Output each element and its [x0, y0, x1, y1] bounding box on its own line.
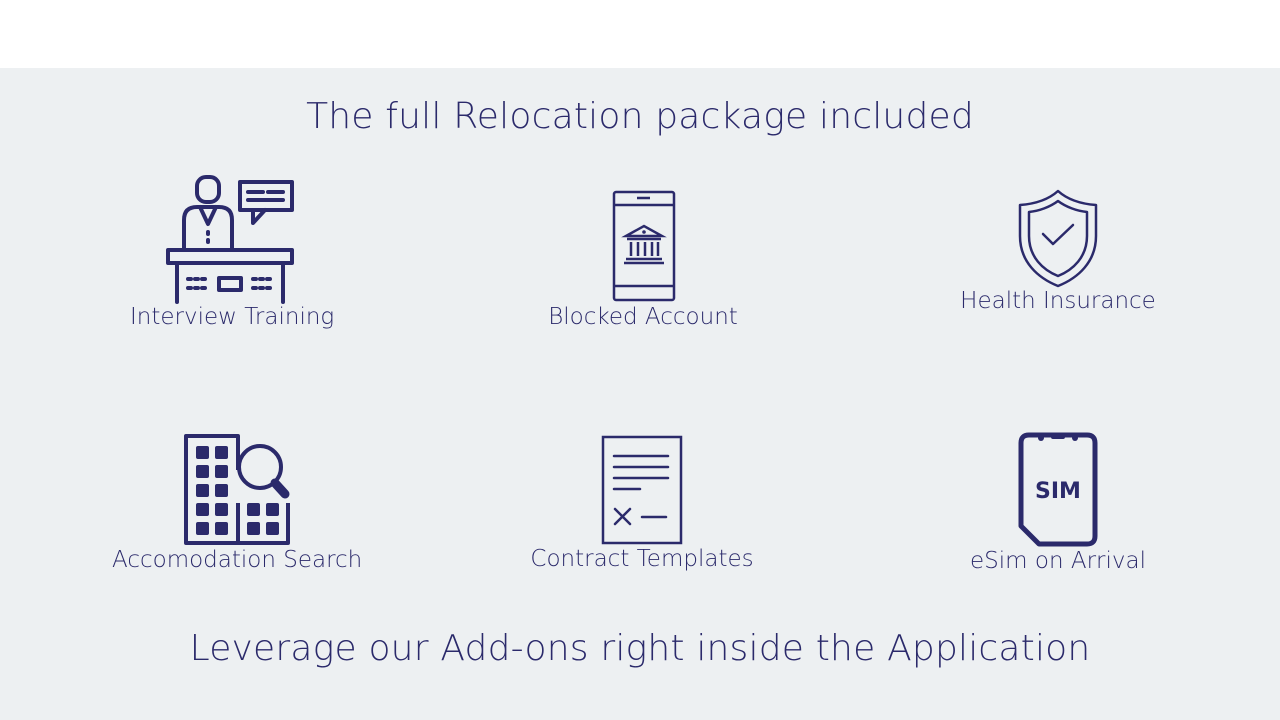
relocation-section — [0, 68, 1280, 720]
section-subtitle: Leverage our Add-ons right inside the Ap… — [189, 628, 1091, 669]
feature-label: eSim on Arrival — [970, 548, 1146, 574]
feature-esim-on-arrival: SIM eSim on Arrival — [958, 432, 1158, 574]
shield-check-icon — [1018, 189, 1098, 288]
feature-health-insurance: Health Insurance — [958, 188, 1158, 314]
feature-blocked-account: Blocked Account — [543, 190, 743, 330]
feature-accomodation-search: Accomodation Search — [112, 433, 362, 573]
feature-label: Interview Training — [130, 304, 335, 330]
bank-phone-icon — [612, 190, 676, 302]
building-search-icon — [184, 434, 290, 545]
sim-card-text: SIM — [1035, 479, 1081, 504]
feature-interview-training: Interview Training — [130, 172, 335, 330]
section-title: The full Relocation package included — [306, 96, 974, 137]
top-header-bar — [0, 0, 1280, 68]
contract-document-icon — [601, 435, 683, 545]
feature-label: Contract Templates — [530, 546, 754, 572]
feature-label: Health Insurance — [960, 288, 1156, 314]
sim-card-icon: SIM — [1018, 432, 1098, 547]
interview-training-icon — [166, 175, 294, 304]
feature-contract-templates: Contract Templates — [527, 434, 757, 572]
feature-label: Blocked Account — [548, 304, 738, 330]
feature-label: Accomodation Search — [112, 547, 363, 573]
